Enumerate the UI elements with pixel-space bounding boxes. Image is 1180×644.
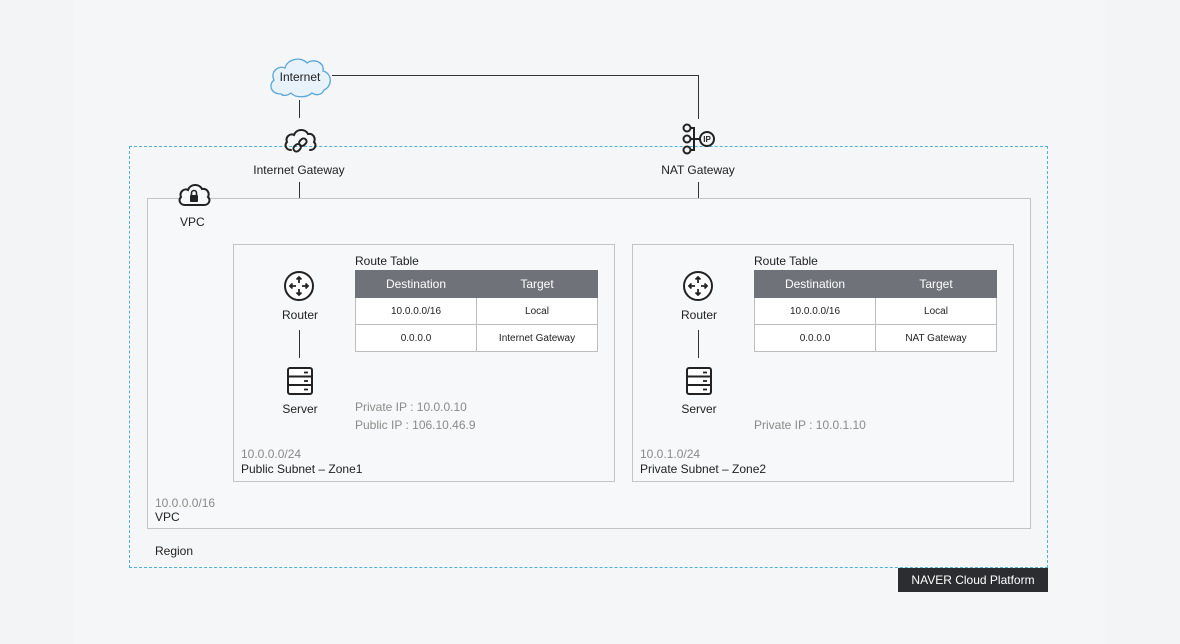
table-row: 10.0.0.0/16 Local <box>355 297 598 325</box>
table-row: 0.0.0.0 Internet Gateway <box>355 324 598 352</box>
internet-gateway-icon <box>284 129 317 153</box>
col-target: Target <box>875 270 997 298</box>
brand-badge: NAVER Cloud Platform <box>898 568 1048 592</box>
server2-label: Server <box>681 402 717 416</box>
route-table-title: Route Table <box>355 254 419 268</box>
server-icon <box>287 367 313 395</box>
router-icon <box>284 271 314 301</box>
region-label: Region <box>155 544 194 558</box>
server-icon <box>686 367 712 395</box>
vpc-lock-cloud-icon <box>178 184 211 206</box>
internet-cloud-icon <box>270 58 331 98</box>
public-subnet-name: Public Subnet – Zone1 <box>241 462 363 476</box>
cell-destination: 0.0.0.0 <box>355 324 477 352</box>
cell-target: NAT Gateway <box>875 324 997 352</box>
route-table-title: Route Table <box>754 254 818 268</box>
private-private-ip: Private IP : 10.0.1.10 <box>754 418 866 432</box>
nat-gateway-icon: IP <box>682 123 715 155</box>
cell-destination: 0.0.0.0 <box>754 324 876 352</box>
public-route-table: Destination Target 10.0.0.0/16 Local 0.0… <box>355 270 598 352</box>
vpc-bottom-label: VPC <box>155 510 180 524</box>
router2-to-server2-line <box>698 330 699 358</box>
private-subnet-cidr: 10.0.1.0/24 <box>640 447 701 461</box>
router1-label: Router <box>281 308 319 322</box>
svg-text:IP: IP <box>703 135 711 144</box>
cell-target: Local <box>476 297 598 325</box>
region-box <box>129 146 1048 568</box>
private-subnet-name: Private Subnet – Zone2 <box>640 462 767 476</box>
router-icon <box>683 271 713 301</box>
col-destination: Destination <box>754 270 876 298</box>
col-target: Target <box>476 270 598 298</box>
cell-destination: 10.0.0.0/16 <box>754 297 876 325</box>
cell-destination: 10.0.0.0/16 <box>355 297 477 325</box>
col-destination: Destination <box>355 270 477 298</box>
cell-target: Internet Gateway <box>476 324 598 352</box>
server1-label: Server <box>282 402 318 416</box>
router2-label: Router <box>680 308 718 322</box>
public-public-ip: Public IP : 106.10.46.9 <box>355 418 476 432</box>
vpc-top-label: VPC <box>180 215 205 229</box>
internet-to-igw-line <box>299 100 300 118</box>
internet-to-nat-line-h <box>332 75 698 76</box>
internet-label: Internet <box>279 70 321 84</box>
public-subnet-cidr: 10.0.0.0/24 <box>241 447 302 461</box>
cell-target: Local <box>875 297 997 325</box>
table-row: 0.0.0.0 NAT Gateway <box>754 324 997 352</box>
vpc-cidr: 10.0.0.0/16 <box>155 496 216 510</box>
table-row: 10.0.0.0/16 Local <box>754 297 997 325</box>
public-private-ip: Private IP : 10.0.0.10 <box>355 400 467 414</box>
private-route-table: Destination Target 10.0.0.0/16 Local 0.0… <box>754 270 997 352</box>
router1-to-server1-line <box>299 330 300 358</box>
nat-gateway-label: NAT Gateway <box>661 163 735 177</box>
internet-gateway-label: Internet Gateway <box>253 163 345 177</box>
internet-to-nat-line-v <box>698 75 699 119</box>
